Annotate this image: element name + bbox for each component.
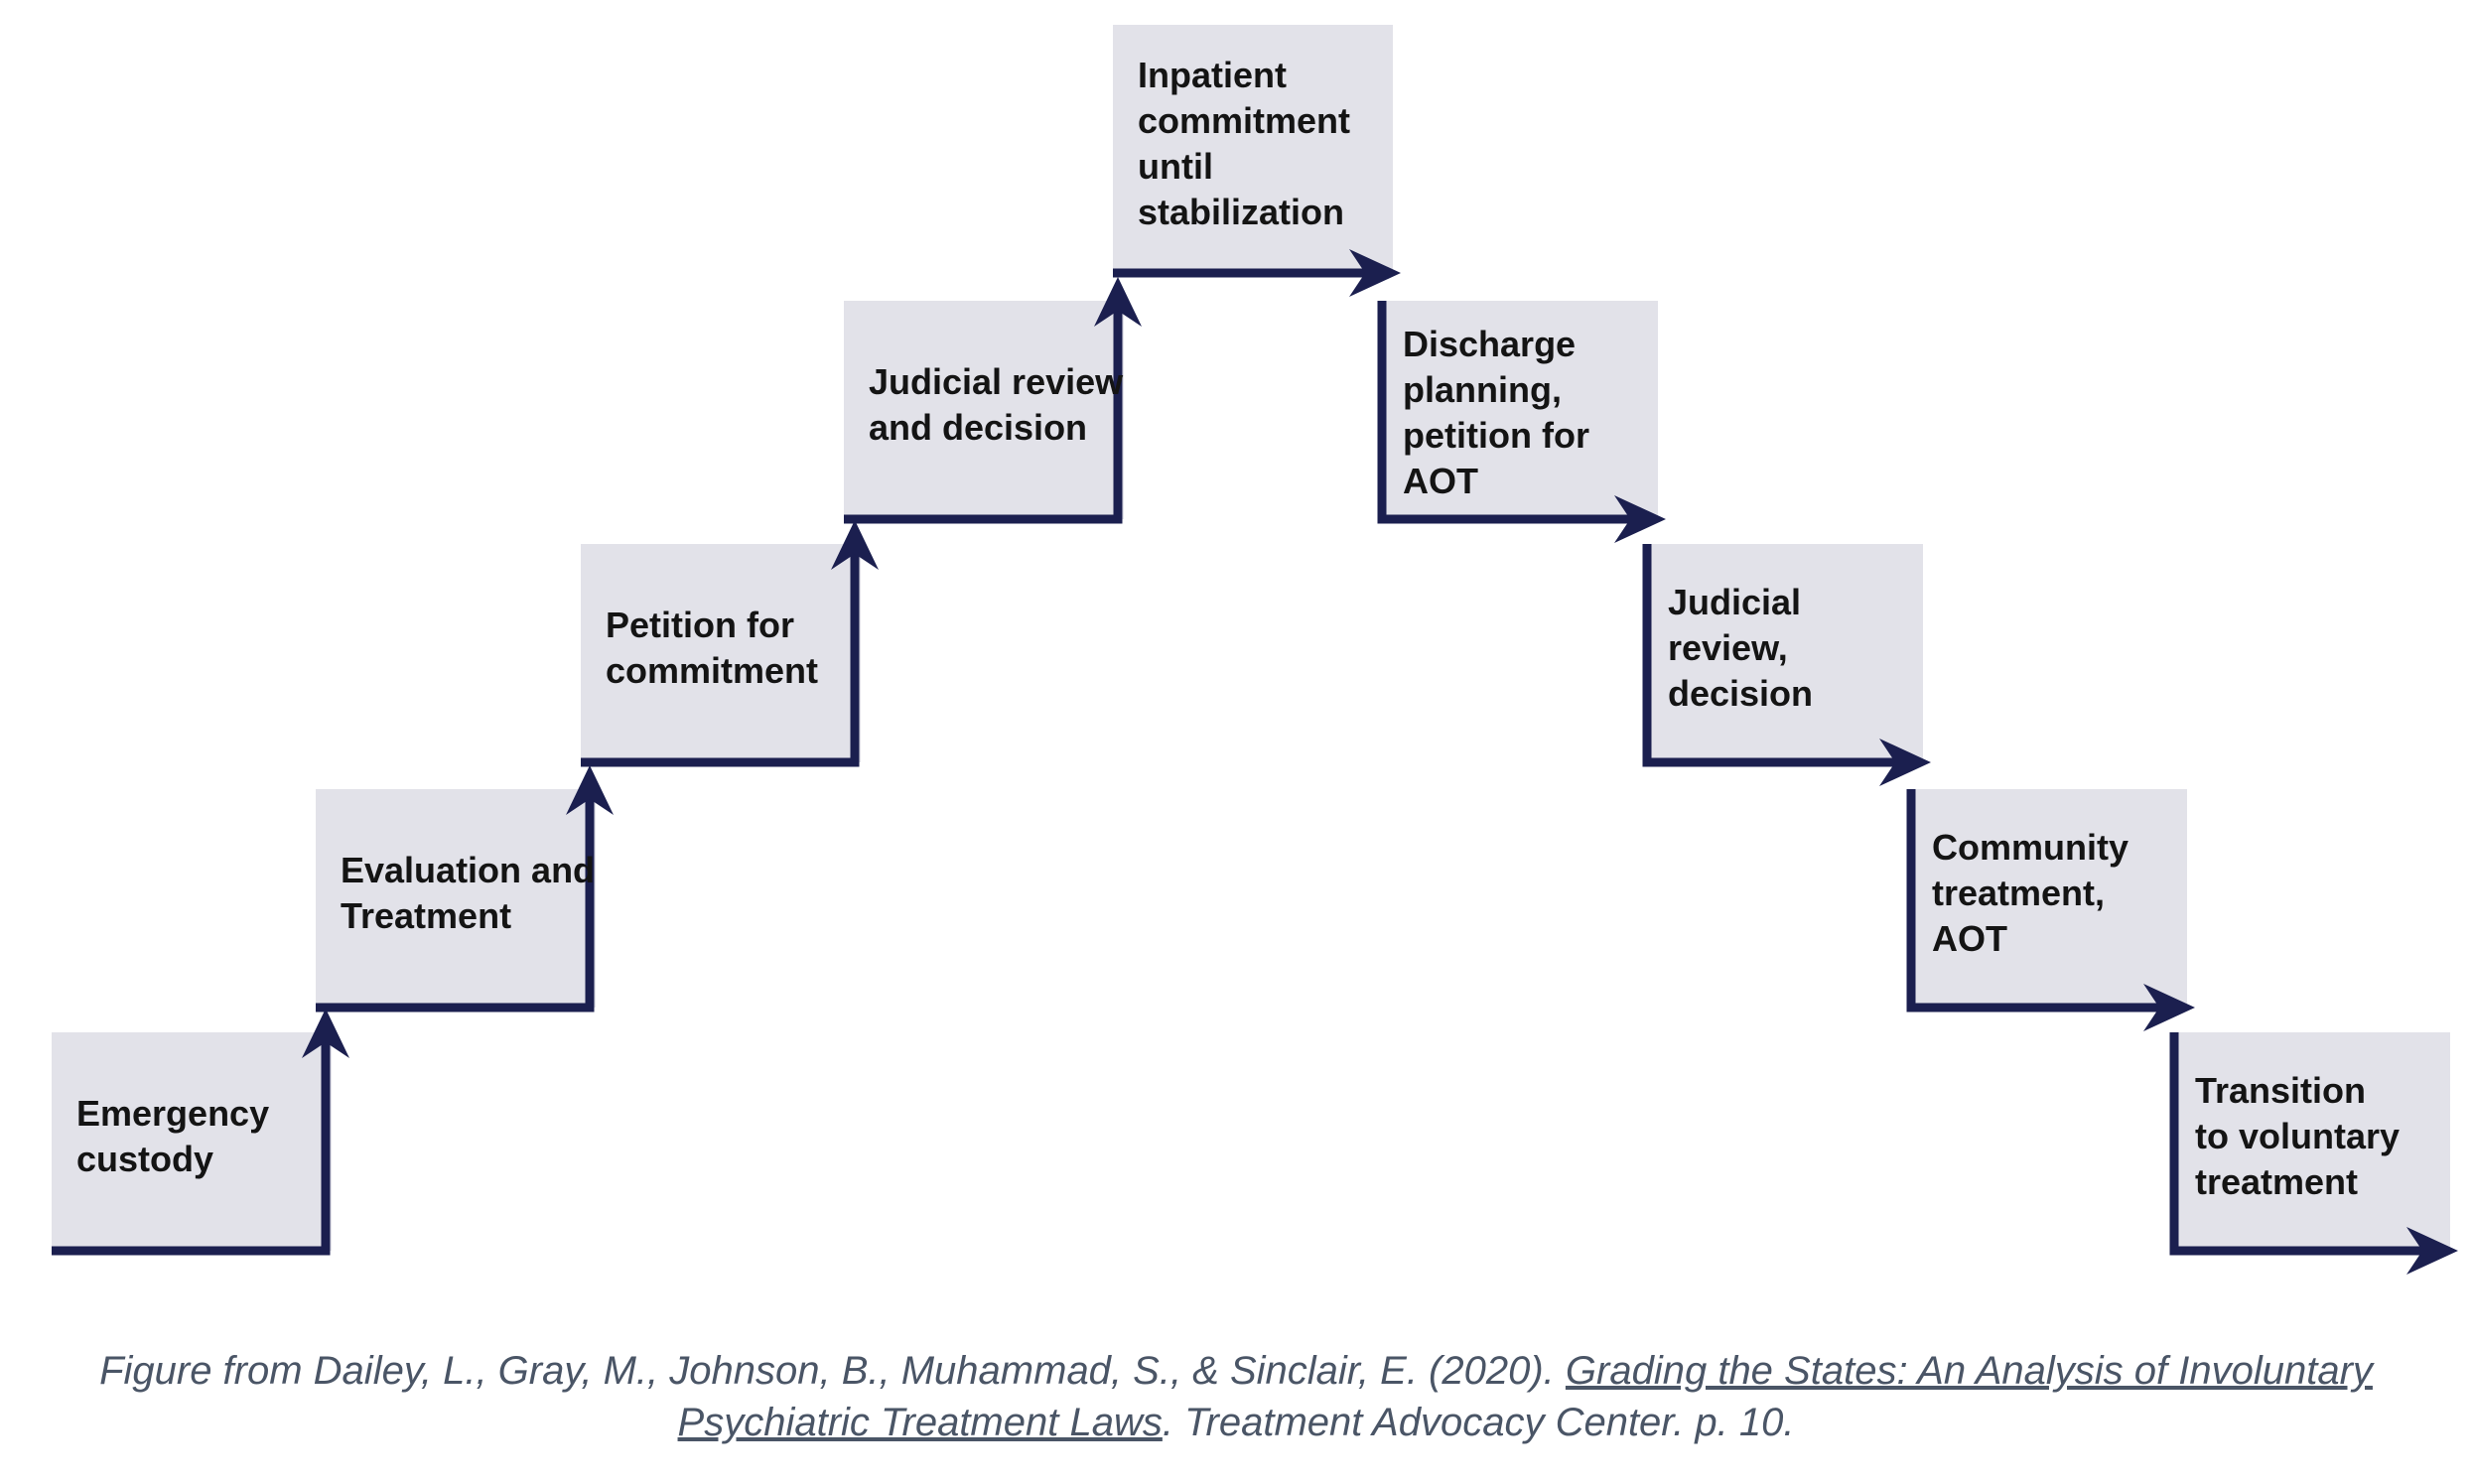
connector-line	[1642, 544, 1917, 767]
step-label-line: stabilization	[1138, 192, 1344, 232]
caption-citation: Figure from Dailey, L., Gray, M., Johnso…	[99, 1349, 1566, 1393]
step-box	[1378, 301, 1658, 519]
step-8: Community treatment, AOT	[1906, 789, 2195, 1031]
step-label-line: treatment	[2195, 1161, 2358, 1202]
step-box	[1643, 544, 1923, 762]
step-label-line: treatment,	[1932, 873, 2105, 913]
step-label-line: to voluntary	[2195, 1116, 2400, 1156]
step-box	[2170, 1032, 2450, 1251]
step-label-line: custody	[76, 1139, 213, 1179]
connector-line	[1377, 301, 1652, 524]
step-label-line: Evaluation and	[341, 850, 595, 890]
step-9: Transition to voluntary treatment	[2169, 1032, 2458, 1275]
step-3: Petition for commitment	[581, 520, 879, 767]
step-label-line: Petition for	[606, 605, 794, 645]
arrow-right-icon	[1879, 739, 1931, 786]
step-5: Inpatient commitment until stabilization	[1113, 25, 1401, 297]
connector-line	[316, 779, 595, 1012]
step-label: Emergency custody	[76, 1093, 269, 1179]
step-label-line: and decision	[869, 407, 1087, 448]
step-box	[1113, 25, 1393, 273]
caption-title-link[interactable]: Grading the States: An Analysis of Invol…	[1565, 1349, 2373, 1393]
arrow-right-icon	[2143, 984, 2195, 1031]
arrow-up-icon	[566, 765, 614, 815]
step-box	[316, 789, 596, 1008]
step-label-line: until	[1138, 146, 1213, 187]
arrow-right-icon	[2406, 1227, 2458, 1275]
step-label-line: petition for	[1403, 415, 1589, 456]
step-label-line: decision	[1668, 673, 1813, 714]
step-7: Judicial review, decision	[1642, 544, 1931, 786]
step-box	[52, 1032, 332, 1251]
connector-line	[1906, 789, 2181, 1012]
step-label-line: commitment	[606, 650, 818, 691]
step-label-line: commitment	[1138, 100, 1350, 141]
connector-line	[52, 1022, 331, 1256]
connector-line	[2169, 1032, 2444, 1256]
step-label-line: AOT	[1403, 461, 1478, 501]
step-box	[581, 544, 861, 762]
connector-line	[844, 291, 1123, 524]
step-label-line: planning,	[1403, 369, 1562, 410]
arrow-right-icon	[1349, 249, 1401, 297]
step-label-line: review,	[1668, 627, 1788, 668]
step-label: Inpatient commitment until stabilization	[1138, 55, 1350, 232]
step-label-line: Transition	[2195, 1070, 2366, 1111]
step-label-line: Community	[1932, 827, 2129, 868]
step-label-line: Inpatient	[1138, 55, 1287, 95]
figure-caption: Figure from Dailey, L., Gray, M., Johnso…	[0, 1345, 2472, 1448]
step-label: Community treatment, AOT	[1932, 827, 2129, 959]
step-label-line: Discharge	[1403, 324, 1576, 364]
step-label: Judicial review, decision	[1668, 582, 1813, 714]
step-label: Judicial review and decision	[869, 361, 1124, 448]
arrow-up-icon	[1094, 277, 1142, 327]
step-label-line: Emergency	[76, 1093, 269, 1134]
step-label-line: Judicial review	[869, 361, 1124, 402]
step-box	[844, 301, 1124, 519]
step-label: Petition for commitment	[606, 605, 818, 691]
step-4: Judicial review and decision	[844, 277, 1142, 524]
caption-title-link-cont[interactable]: Psychiatric Treatment Laws	[677, 1401, 1163, 1444]
step-label-line: Treatment	[341, 895, 511, 936]
connector-line	[581, 534, 860, 767]
arrow-up-icon	[831, 520, 879, 570]
step-label: Transition to voluntary treatment	[2195, 1070, 2400, 1202]
arrow-right-icon	[1614, 495, 1666, 543]
step-label-line: Judicial	[1668, 582, 1801, 622]
step-1: Emergency custody	[52, 1009, 349, 1256]
step-box	[1907, 789, 2187, 1008]
arrow-up-icon	[302, 1009, 349, 1058]
step-label-line: AOT	[1932, 918, 2007, 959]
caption-publisher: . Treatment Advocacy Center. p. 10.	[1162, 1401, 1795, 1444]
